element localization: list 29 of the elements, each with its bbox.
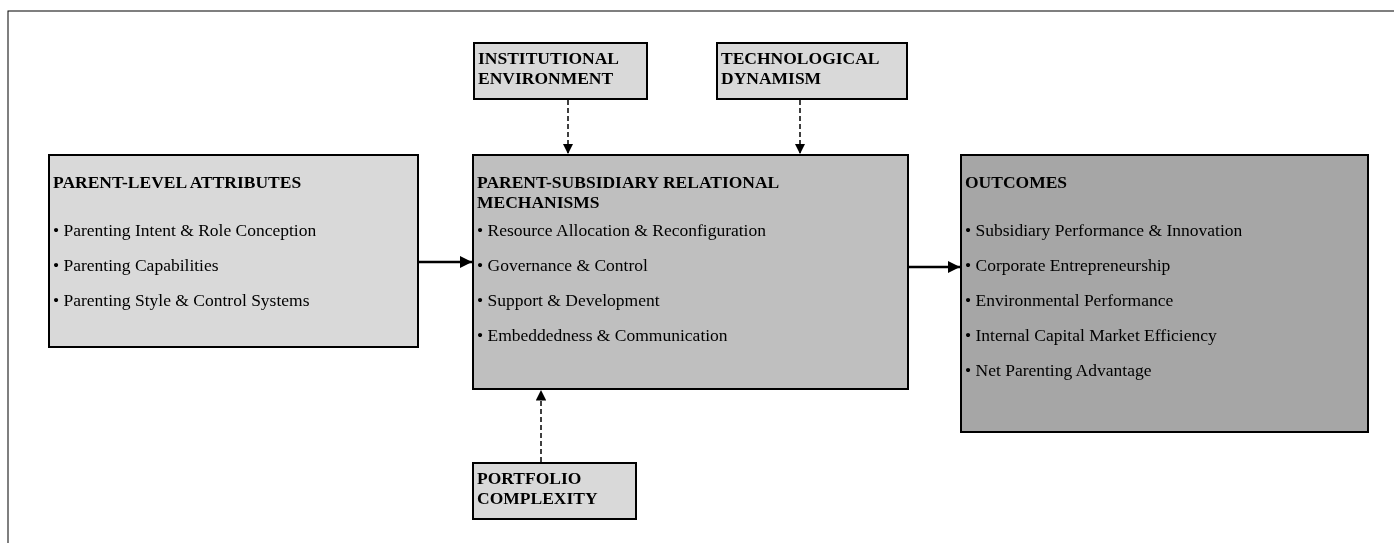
- moderator-box: [473, 42, 648, 100]
- box-heading: INSTITUTIONAL ENVIRONMENT: [478, 48, 620, 88]
- box-heading: PARENT-LEVEL ATTRIBUTES: [53, 172, 303, 192]
- arrow: [909, 260, 960, 274]
- bullet-item: • Subsidiary Performance & Innovation: [965, 220, 1244, 240]
- box-heading: TECHNOLOGICAL DYNAMISM: [721, 48, 880, 88]
- bullet-item: • Support & Development: [477, 290, 661, 310]
- bullet-item: • Resource Allocation & Reconfiguration: [477, 220, 767, 240]
- concept-box: [472, 154, 909, 390]
- arrow: [794, 99, 806, 155]
- bullet-item: • Embeddedness & Communication: [477, 325, 729, 345]
- box-heading: PORTFOLIO COMPLEXITY: [477, 468, 599, 508]
- concept-box: [960, 154, 1369, 433]
- bullet-item: • Net Parenting Advantage: [965, 360, 1153, 380]
- arrow: [535, 389, 547, 463]
- box-heading: OUTCOMES: [965, 172, 1069, 192]
- arrow: [419, 255, 472, 269]
- moderator-box: [716, 42, 908, 100]
- bullet-item: • Governance & Control: [477, 255, 649, 275]
- arrow: [562, 99, 574, 155]
- bullet-item: • Parenting Intent & Role Conception: [53, 220, 318, 240]
- moderator-box: [472, 462, 637, 520]
- concept-box: [48, 154, 419, 348]
- box-heading: PARENT-SUBSIDIARY RELATIONAL MECHANISMS: [477, 172, 780, 212]
- bullet-item: • Parenting Style & Control Systems: [53, 290, 311, 310]
- bullet-item: • Environmental Performance: [965, 290, 1175, 310]
- bullet-item: • Internal Capital Market Efficiency: [965, 325, 1218, 345]
- bullet-item: • Corporate Entrepreneurship: [965, 255, 1172, 275]
- bullet-item: • Parenting Capabilities: [53, 255, 220, 275]
